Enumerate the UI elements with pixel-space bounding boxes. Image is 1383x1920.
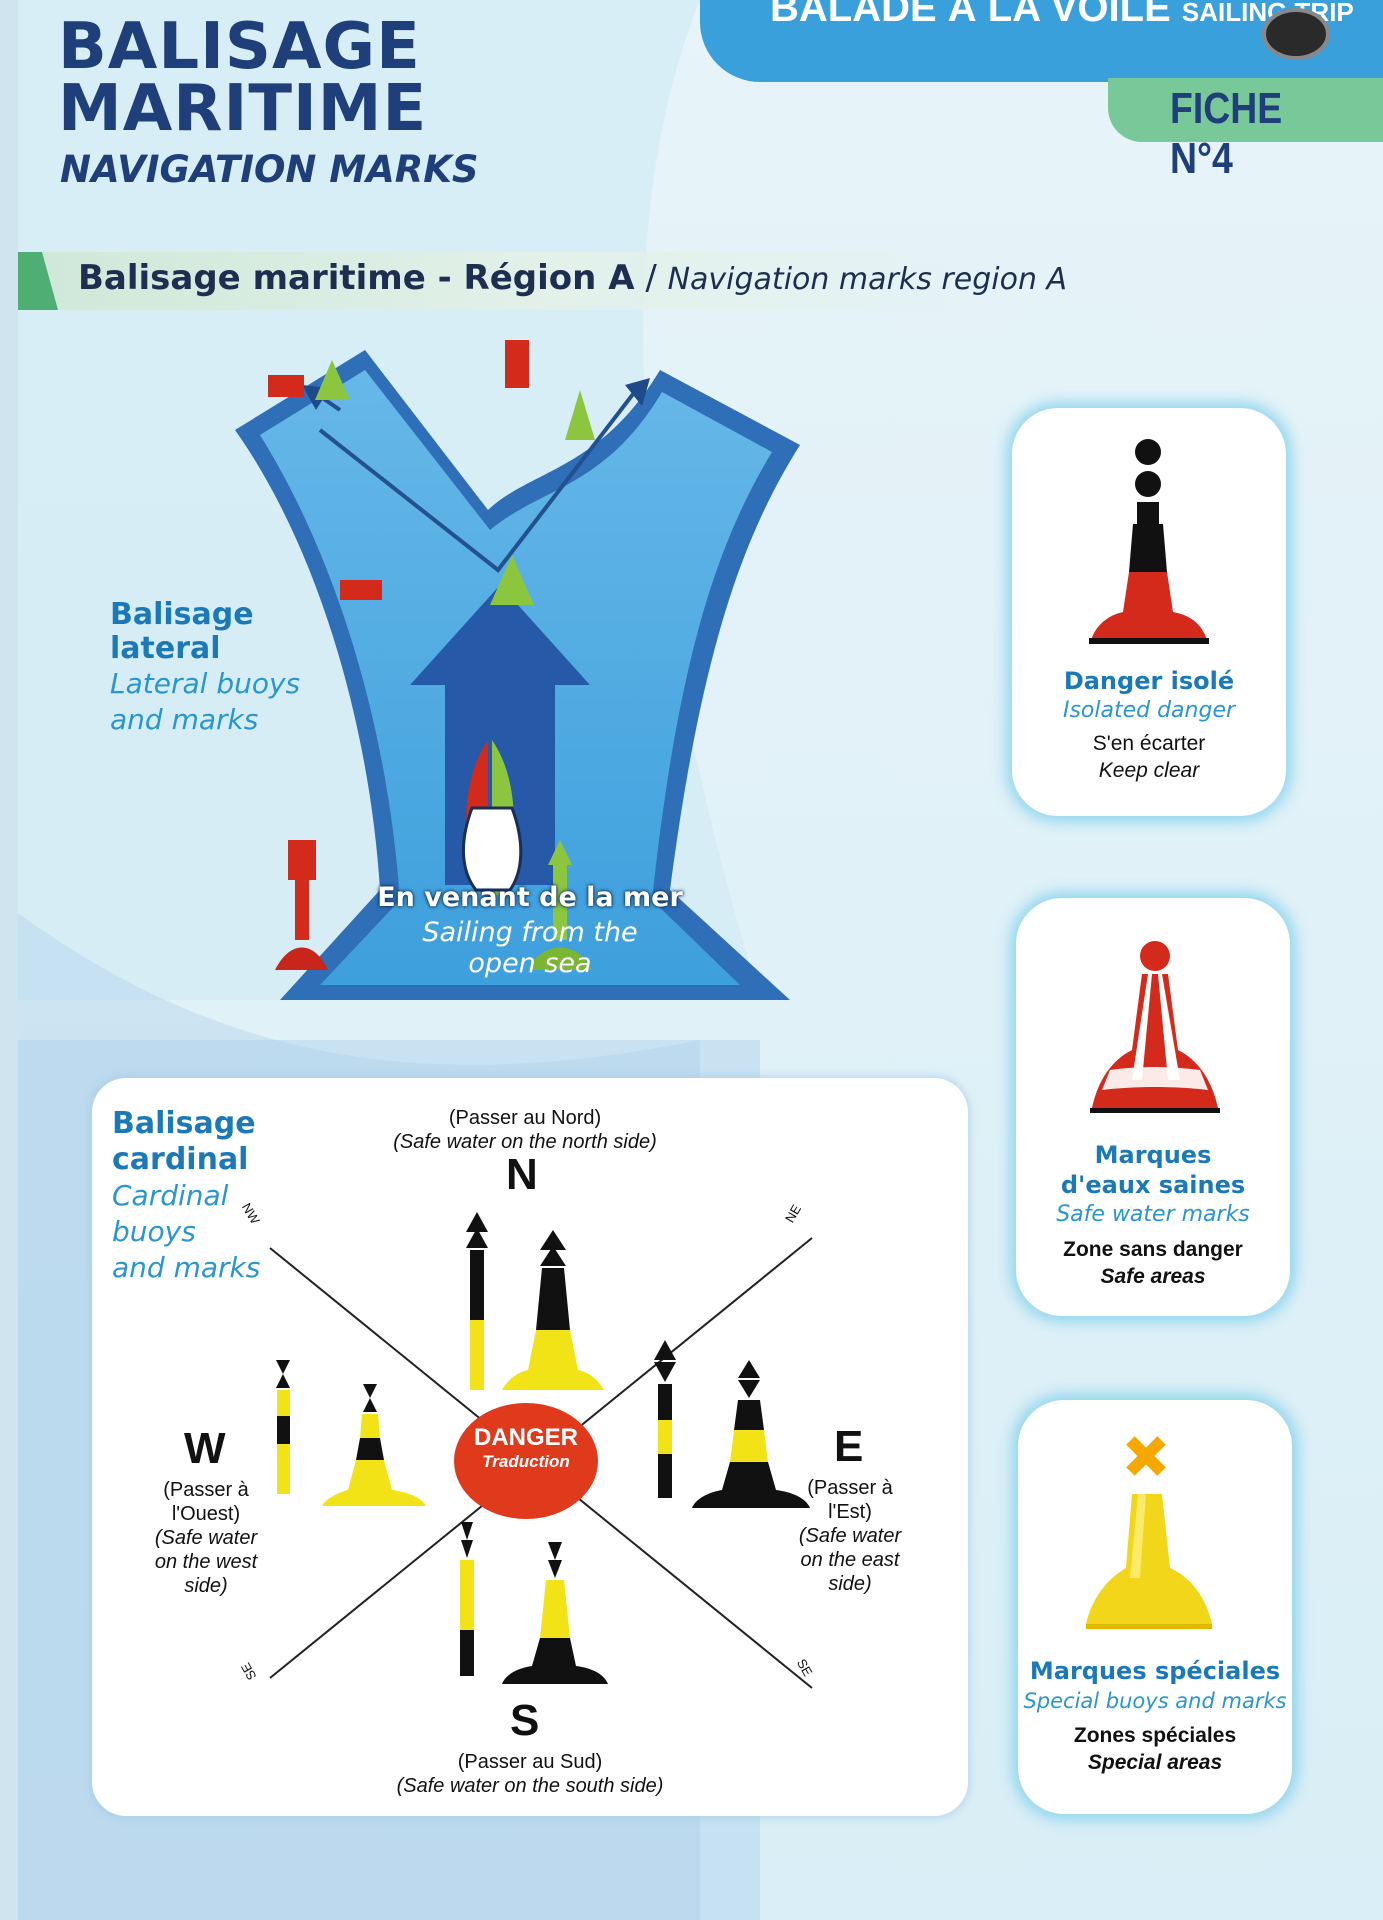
card2-title-1: Marques — [1094, 1141, 1212, 1169]
cardinal-compass-lines — [269, 1212, 813, 1689]
card2-subtitle: Safe water marks — [1056, 1202, 1250, 1227]
section-title-en: Navigation marks region A — [667, 262, 1068, 297]
isolated-danger-buoy-icon — [1089, 439, 1209, 644]
arrow-label-fr: En venant de la mer — [377, 882, 683, 913]
section-bar — [18, 252, 1018, 310]
sailboat-icon — [462, 740, 523, 895]
card2-title-2: d'eaux saines — [1060, 1171, 1246, 1199]
cardinal-sub-2: buoys — [112, 1215, 196, 1248]
cardinal-west-mark-icon — [276, 1360, 426, 1506]
main-title-line1: BALISAGE — [58, 10, 421, 84]
east-letter: E — [834, 1422, 864, 1471]
card1-text: S'en écarter — [1092, 732, 1206, 755]
south-label-en: (Safe water on the south side) — [396, 1775, 664, 1797]
east-label-fr-2: l'Est) — [828, 1501, 872, 1523]
cardinal-sub-1: Cardinal — [112, 1179, 229, 1212]
card2-text-en: Safe areas — [1100, 1265, 1206, 1288]
cardinal-north-mark-icon — [466, 1212, 604, 1390]
card1-title: Danger isolé — [1063, 667, 1235, 695]
fiche-label: FICHE N°4 — [1170, 84, 1283, 183]
cardinal-south-mark-icon — [460, 1522, 608, 1684]
arrow-label-en-1: Sailing from the — [422, 917, 638, 948]
fiche-tab — [1108, 78, 1383, 142]
cardinal-sub-3: and marks — [112, 1251, 261, 1284]
cardinal-heading-2: cardinal — [112, 1142, 249, 1177]
lateral-heading-1: Balisage — [110, 597, 254, 632]
east-label-en-3: side) — [828, 1573, 872, 1595]
east-label-en-1: (Safe water — [798, 1525, 902, 1547]
safe-water-buoy-icon — [1090, 941, 1220, 1113]
card3-text-en: Special areas — [1087, 1751, 1223, 1774]
lateral-sub-1: Lateral buoys — [110, 667, 301, 700]
cardinal-east-mark-icon — [654, 1340, 810, 1508]
card3-text: Zones spéciales — [1073, 1724, 1237, 1747]
lateral-sub-2: and marks — [110, 703, 259, 736]
section-separator: / — [634, 258, 668, 298]
card2-text: Zone sans danger — [1063, 1238, 1243, 1261]
tab-label: BALADE À LA VOILE — [770, 0, 1171, 30]
west-label-en-3: side) — [184, 1575, 228, 1597]
east-label-en-2: on the east — [800, 1549, 900, 1571]
main-title-line2: MARITIME — [58, 72, 428, 146]
north-label-fr: (Passer au Nord) — [448, 1107, 602, 1129]
card1-subtitle: Isolated danger — [1062, 698, 1236, 723]
lateral-channel-diagram — [235, 340, 800, 1000]
special-mark-buoy-icon — [1086, 1436, 1212, 1629]
south-label-fr: (Passer au Sud) — [457, 1751, 603, 1773]
west-label-fr-2: l'Ouest) — [171, 1503, 241, 1525]
cardinal-heading-1: Balisage — [112, 1106, 256, 1141]
north-label-en: (Safe water on the north side) — [393, 1131, 657, 1153]
east-label-fr-1: (Passer à — [807, 1477, 893, 1499]
card1-text-en: Keep clear — [1098, 759, 1200, 782]
west-letter: W — [184, 1424, 226, 1473]
lateral-heading-2: lateral — [110, 631, 221, 666]
south-letter: S — [510, 1696, 540, 1745]
card3-subtitle: Special buoys and marks — [1023, 1689, 1287, 1713]
danger-label: DANGER — [473, 1424, 578, 1451]
main-subtitle: NAVIGATION MARKS — [60, 148, 479, 191]
west-label-en-2: on the west — [154, 1551, 258, 1573]
north-letter: N — [506, 1150, 538, 1199]
west-label-en-1: (Safe water — [154, 1527, 258, 1549]
danger-sub-label: Traduction — [482, 1452, 570, 1471]
arrow-label-en-2: open sea — [468, 948, 592, 979]
section-title: Balisage maritime - Région A — [78, 258, 635, 298]
west-label-fr-1: (Passer à — [163, 1479, 249, 1501]
card3-title: Marques spéciales — [1029, 1657, 1281, 1685]
binder-ring-icon — [1262, 8, 1330, 60]
